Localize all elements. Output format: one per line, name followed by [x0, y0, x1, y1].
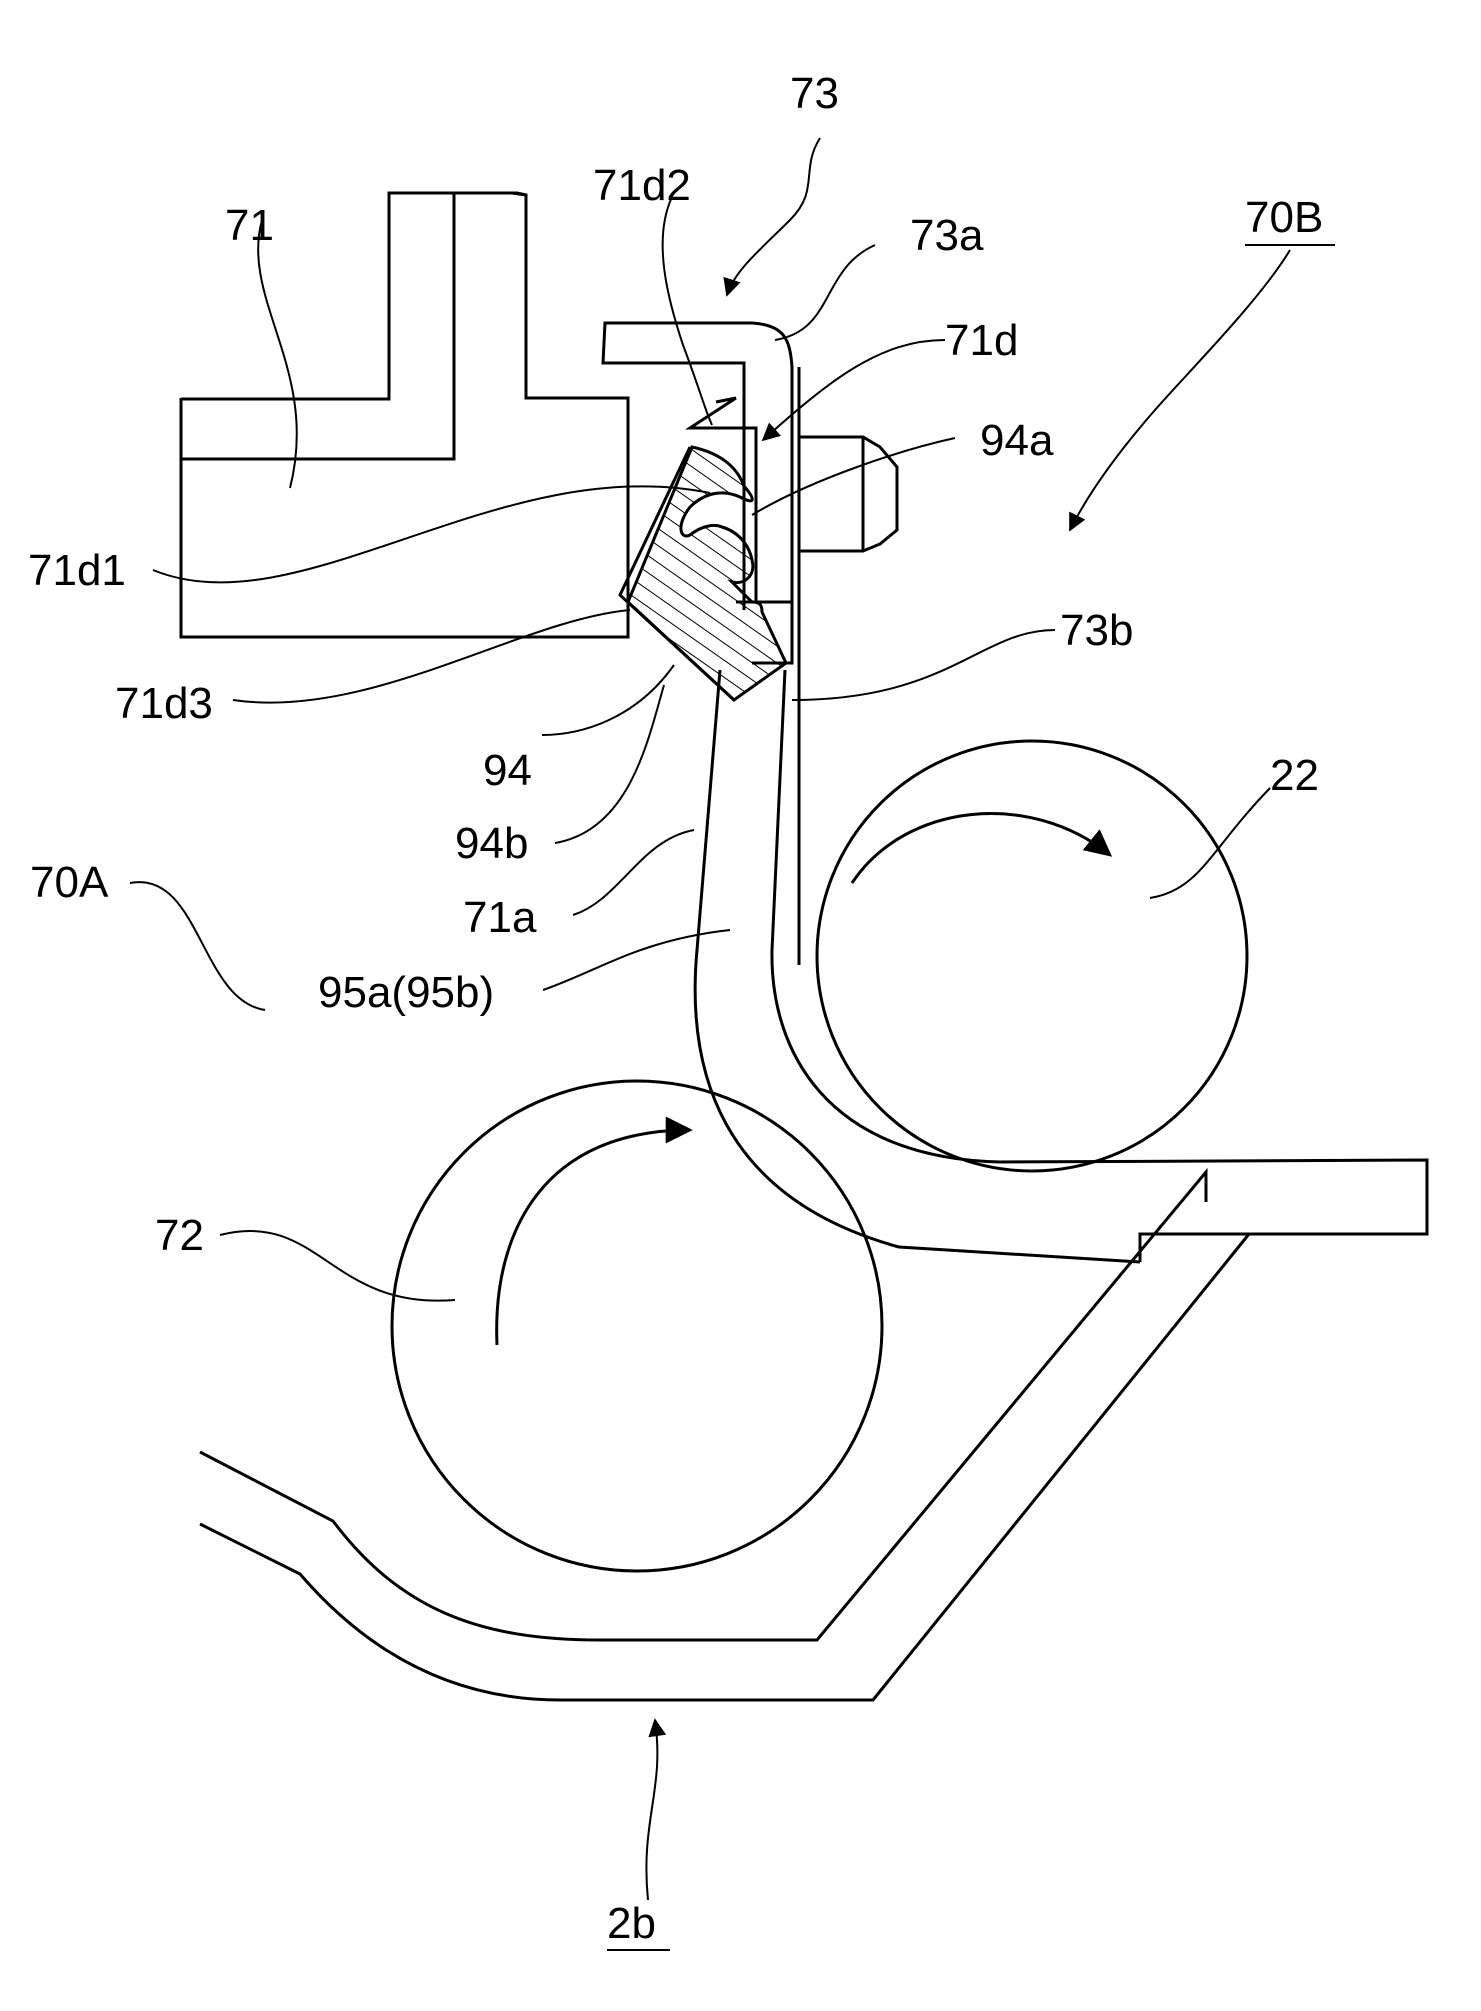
tray-2b: [200, 1172, 1249, 1700]
label-94b: 94b: [455, 819, 528, 868]
label-2b: 2b: [607, 1899, 656, 1948]
pin-94a: [800, 437, 897, 551]
label-71: 71: [225, 201, 274, 250]
roller-22: [817, 741, 1247, 1171]
label-73a: 73a: [910, 211, 984, 260]
label-73: 73: [790, 69, 839, 118]
frame-71: [181, 193, 628, 637]
label-95a: 95a(95b): [318, 968, 494, 1017]
label-71d3: 71d3: [115, 679, 213, 728]
leader-lines: [130, 138, 1290, 1900]
label-94a: 94a: [980, 416, 1054, 465]
label-71a: 71a: [463, 893, 537, 942]
label-72: 72: [155, 1211, 204, 1260]
part-94-hatched: [620, 447, 786, 700]
label-71d: 71d: [945, 316, 1018, 365]
label-73b: 73b: [1060, 606, 1133, 655]
label-71d1: 71d1: [28, 546, 126, 595]
label-70A: 70A: [30, 858, 109, 907]
rotation-arrow-72: [497, 1130, 690, 1345]
rotation-arrow-22: [852, 814, 1110, 883]
label-94: 94: [483, 746, 532, 795]
label-70B: 70B: [1245, 193, 1323, 242]
roller-72: [392, 1081, 882, 1571]
label-22: 22: [1270, 751, 1319, 800]
label-71d2: 71d2: [593, 161, 691, 210]
